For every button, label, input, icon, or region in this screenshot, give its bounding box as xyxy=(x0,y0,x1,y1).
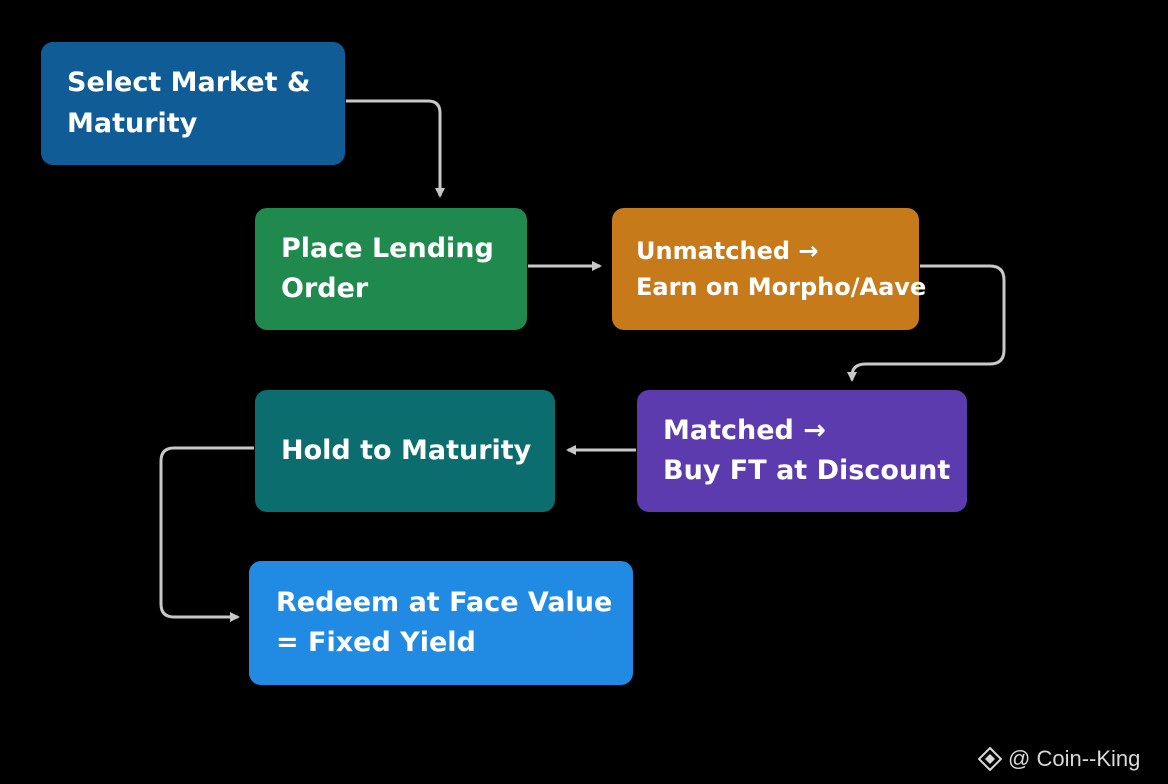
watermark-text: @ Coin--King xyxy=(1008,746,1141,771)
node-text-line: Maturity xyxy=(67,107,198,139)
node-matched: Matched → Buy FT at Discount xyxy=(637,390,967,512)
node-redeem-face-value: Redeem at Face Value = Fixed Yield xyxy=(249,561,633,685)
node-select-market-maturity: Select Market & Maturity xyxy=(41,42,345,165)
node-text-line: = Fixed Yield xyxy=(276,627,476,658)
node-text-line: Redeem at Face Value xyxy=(276,586,613,618)
watermark: @ Coin--King xyxy=(978,744,1140,774)
edge-select-to-place xyxy=(346,99,445,198)
node-text-line: Hold to Maturity xyxy=(281,434,532,466)
node-text-line: Select Market & xyxy=(67,67,311,98)
node-place-lending-order: Place Lending Order xyxy=(255,208,527,330)
edge-hold-to-redeem xyxy=(159,446,254,622)
binance-diamond-icon xyxy=(978,747,1002,771)
node-text-line: Order xyxy=(281,273,369,304)
node-unmatched: Unmatched → Earn on Morpho/Aave xyxy=(612,208,927,330)
node-text-line: Unmatched → xyxy=(636,237,819,265)
node-hold-to-maturity: Hold to Maturity xyxy=(255,390,555,512)
node-text-line: Buy FT at Discount xyxy=(663,455,951,486)
node-text-line: Place Lending xyxy=(281,232,494,264)
node-text-line: Earn on Morpho/Aave xyxy=(636,273,927,301)
node-text-line: Matched → xyxy=(663,414,826,446)
